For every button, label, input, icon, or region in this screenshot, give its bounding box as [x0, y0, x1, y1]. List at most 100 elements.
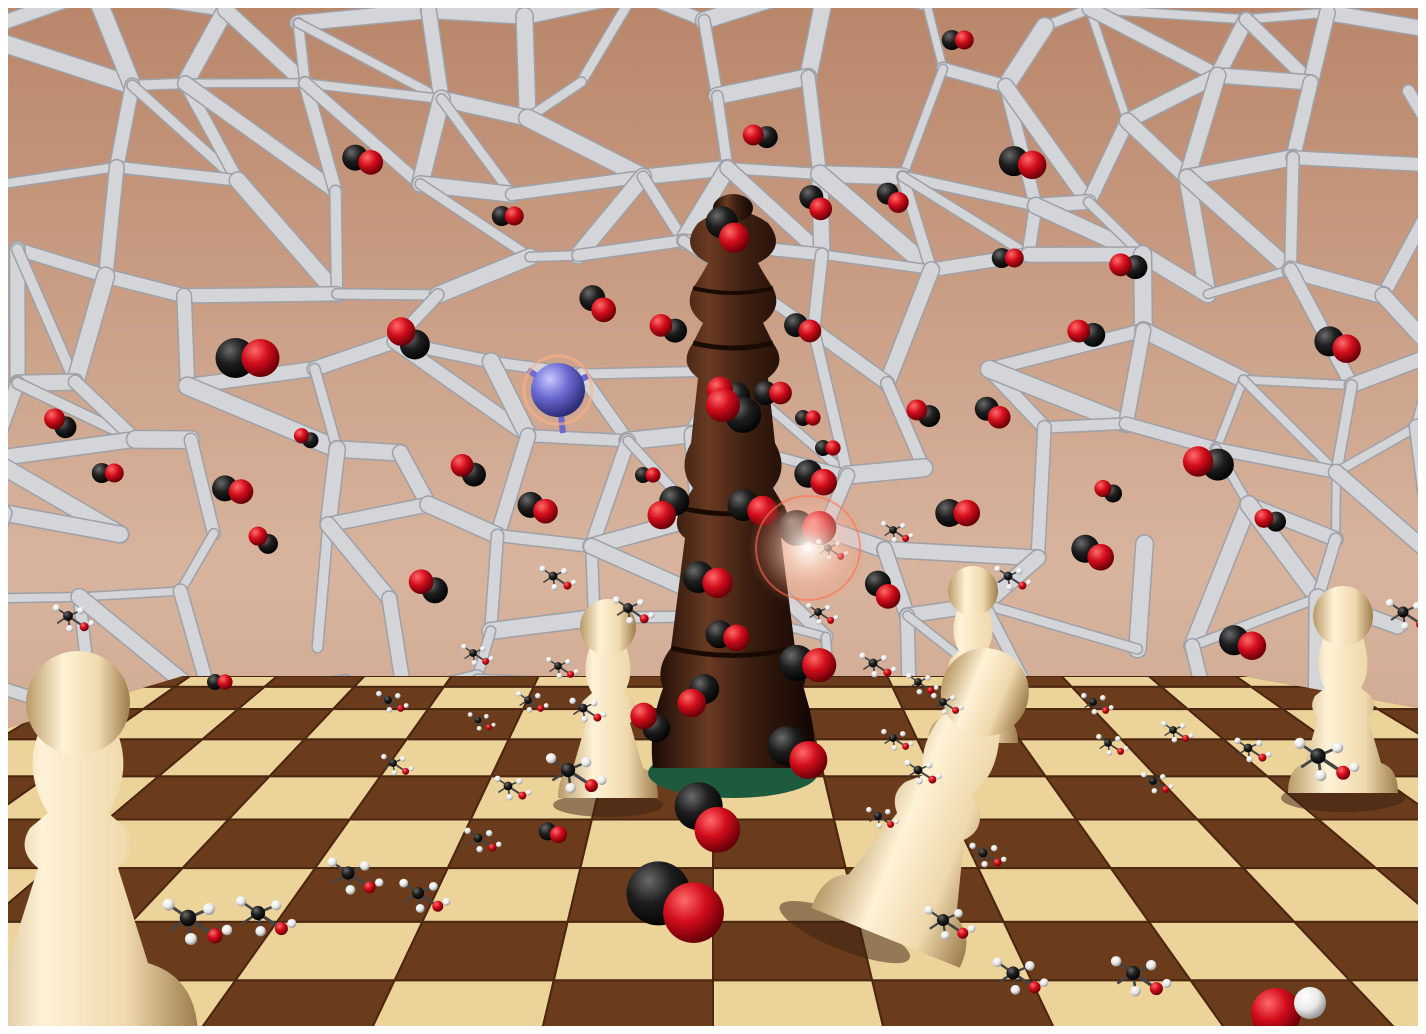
- framework-strut-highlight: [66, 267, 114, 391]
- framework-strut-highlight: [178, 76, 343, 198]
- hydrogen-atom: [1151, 788, 1158, 794]
- framework-strut-highlight: [1332, 422, 1418, 477]
- oxygen-atom: [1237, 631, 1267, 661]
- hydrogen-atom: [859, 652, 866, 659]
- board-square-light: [426, 685, 536, 711]
- hydrogen-atom: [486, 830, 493, 837]
- hydrogen-atom: [1171, 737, 1178, 743]
- framework-strut-highlight: [321, 497, 436, 532]
- pawn-front-left: [8, 651, 198, 1026]
- hydrogen-atom: [1106, 750, 1113, 756]
- carbon-atom: [578, 703, 588, 713]
- oxygen-atom: [1109, 253, 1132, 277]
- pawn-tipped: [779, 648, 1029, 968]
- hydrogen-atom: [950, 695, 956, 701]
- oxygen-atom: [228, 479, 254, 504]
- hydrogen-atom: [381, 753, 387, 760]
- board-square-light: [712, 979, 889, 1026]
- framework-strut-highlight: [675, 160, 736, 249]
- board-square-dark: [8, 775, 51, 821]
- framework-strut-highlight: [421, 8, 449, 106]
- framework-strut-highlight: [1187, 593, 1323, 651]
- framework-strut-highlight: [69, 375, 142, 446]
- oxygen-atom: [1028, 981, 1041, 994]
- framework-strut-highlight: [808, 324, 853, 481]
- hydrogen-atom: [360, 861, 370, 871]
- carbon-atom: [250, 905, 266, 921]
- hydrogen-atom: [871, 671, 878, 678]
- hydrogen-atom: [1294, 737, 1306, 750]
- chess-pieces: [8, 194, 1405, 1026]
- hydrogen-atom: [876, 823, 883, 829]
- framework-strut-highlight: [307, 334, 402, 376]
- framework-strut-highlight: [881, 377, 930, 474]
- hydrogen-atom: [1401, 622, 1409, 630]
- oxygen-atom: [386, 317, 416, 346]
- framework-strut-highlight: [898, 172, 1033, 260]
- hydrogen-atom: [881, 520, 887, 527]
- oxygen-atom: [702, 567, 733, 599]
- carbon-atom: [524, 696, 532, 704]
- framework-strut-highlight: [111, 161, 244, 186]
- hydrogen-atom: [391, 770, 398, 776]
- framework-strut-highlight: [230, 172, 345, 302]
- oxygen-atom: [694, 806, 741, 853]
- carbon-atom: [1397, 606, 1409, 618]
- oxygen-atom: [1258, 753, 1267, 762]
- hydrogen-atom: [516, 690, 522, 697]
- hydrogen-atom: [569, 697, 576, 704]
- oxygen-atom: [567, 670, 575, 678]
- carbon-atom: [389, 759, 397, 767]
- framework-strut-highlight: [879, 262, 939, 391]
- hydrogen-atom: [573, 669, 579, 675]
- hydrogen-atom: [597, 775, 607, 785]
- framework-strut-highlight: [1284, 263, 1359, 392]
- carbon-atom: [560, 762, 576, 778]
- framework-strut-highlight: [412, 176, 520, 202]
- framework-strut-highlight: [1084, 197, 1148, 260]
- framework-strut-highlight: [99, 269, 191, 303]
- hydrogen-atom: [816, 619, 823, 625]
- carbon-atom: [939, 698, 947, 706]
- framework-strut-highlight: [218, 8, 313, 91]
- oxygen-atom: [1162, 785, 1170, 793]
- oxygen-atom: [432, 900, 444, 912]
- oxygen-atom: [769, 381, 792, 405]
- hydrogen-atom: [1160, 774, 1166, 780]
- hydrogen-atom: [891, 666, 897, 673]
- framework-strut-highlight: [1085, 8, 1251, 24]
- carbon-atom: [1006, 966, 1020, 980]
- framework-strut-highlight: [490, 428, 535, 543]
- oxygen-atom: [1416, 620, 1418, 628]
- hydrogen-atom: [442, 897, 451, 906]
- framework-strut-highlight: [329, 441, 409, 461]
- framework-strut-highlight: [998, 79, 1096, 210]
- hydrogen-atom: [461, 643, 467, 650]
- framework-strut-highlight: [294, 19, 446, 103]
- hydrogen-atom: [571, 579, 577, 586]
- framework-strut-highlight: [1119, 417, 1223, 455]
- board-square-light: [801, 685, 905, 711]
- framework-strut-highlight: [619, 426, 701, 450]
- oxygen-atom: [1067, 319, 1091, 343]
- hydrogen-atom: [551, 584, 558, 591]
- hydrogen-atom: [1246, 756, 1253, 763]
- framework-strut-highlight: [877, 542, 915, 623]
- framework-strut-highlight: [1134, 246, 1216, 303]
- oxygen-atom: [488, 843, 497, 852]
- framework-strut-highlight: [709, 69, 817, 104]
- carbon-atom: [623, 603, 633, 613]
- oxygen-atom: [902, 534, 910, 542]
- hydrogen-atom: [1256, 740, 1263, 747]
- framework-strut-highlight: [75, 587, 184, 601]
- carbon-atom: [1125, 965, 1141, 981]
- carbon-atom: [936, 913, 950, 927]
- oxygen-atom: [663, 882, 724, 943]
- hydrogen-atom: [1234, 737, 1241, 744]
- oxygen-atom: [482, 657, 490, 665]
- framework-strut-highlight: [320, 441, 345, 533]
- framework-strut-highlight: [1375, 287, 1418, 344]
- hydrogen-atom: [916, 689, 923, 695]
- framework-strut-highlight: [1239, 375, 1356, 390]
- board-square-dark: [261, 676, 367, 688]
